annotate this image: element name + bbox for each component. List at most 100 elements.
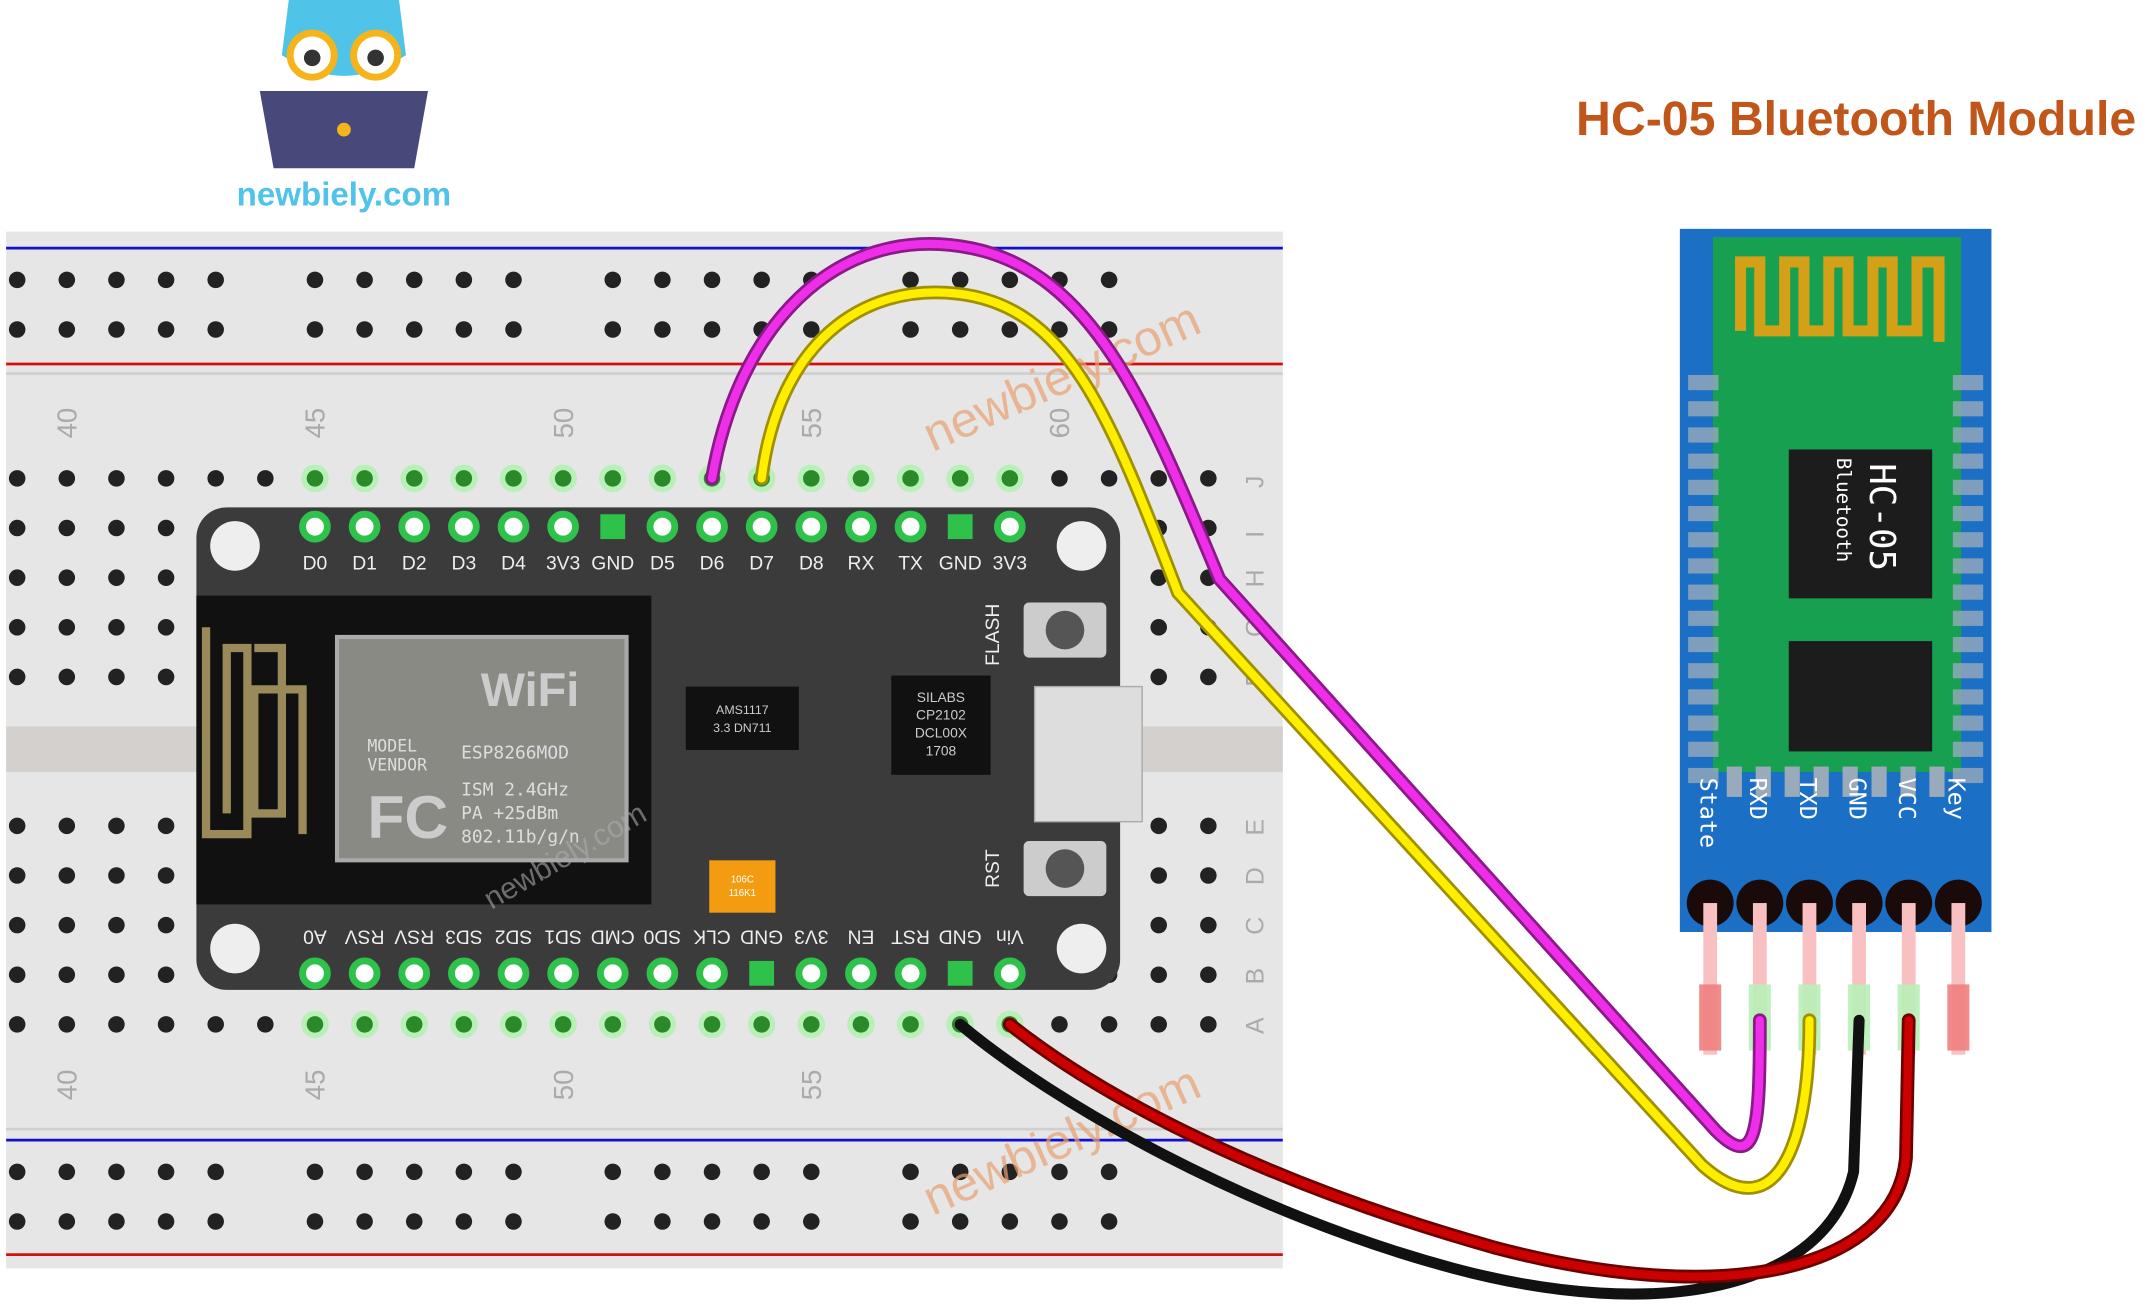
breadboard-hole[interactable] [8,1016,26,1033]
breadboard-hole[interactable] [8,668,26,686]
rail-hole[interactable] [803,1163,820,1181]
breadboard-hole[interactable] [1150,916,1167,934]
rail-hole[interactable] [8,1163,26,1181]
rail-hole[interactable] [1051,1163,1068,1181]
rail-hole[interactable] [8,1213,26,1230]
rail-hole[interactable] [604,1213,622,1230]
breadboard-hole[interactable] [1150,668,1167,686]
breadboard-hole[interactable] [207,470,224,487]
breadboard-hole[interactable] [157,966,175,984]
breadboard-hole[interactable] [1200,668,1217,686]
pin-sd0[interactable] [646,957,679,990]
pin-d4[interactable] [497,510,530,543]
breadboard-hole[interactable] [58,668,76,686]
breadboard-hole[interactable] [108,817,125,835]
breadboard-hole[interactable] [207,1016,224,1033]
rail-hole[interactable] [58,321,76,338]
pin-rsv[interactable] [348,957,381,990]
rail-hole[interactable] [108,271,125,289]
rail-hole[interactable] [703,1163,721,1181]
breadboard-hole[interactable] [1150,470,1167,487]
rail-hole[interactable] [455,1213,473,1230]
rail-hole[interactable] [703,271,721,289]
flash-button[interactable] [1023,602,1107,658]
rail-hole[interactable] [108,321,125,338]
breadboard-hole[interactable] [455,1016,473,1033]
rail-hole[interactable] [405,1163,423,1181]
breadboard-hole[interactable] [703,1016,721,1033]
pin-cmd[interactable] [596,957,629,990]
rail-hole[interactable] [8,321,26,338]
breadboard-hole[interactable] [1100,1016,1118,1033]
breadboard-hole[interactable] [157,916,175,934]
breadboard-hole[interactable] [8,470,26,487]
rail-hole[interactable] [604,321,622,338]
pin-clk[interactable] [696,957,728,990]
pin-rsv[interactable] [398,957,431,990]
rail-hole[interactable] [505,1213,522,1230]
pin-rx[interactable] [845,510,877,543]
rail-hole[interactable] [58,1163,76,1181]
breadboard-hole[interactable] [803,1016,820,1033]
rail-hole[interactable] [505,271,522,289]
breadboard-hole[interactable] [505,1016,522,1033]
breadboard-hole[interactable] [554,1016,572,1033]
rail-hole[interactable] [157,1213,175,1230]
breadboard-hole[interactable] [1051,1016,1068,1033]
rail-hole[interactable] [356,321,373,338]
breadboard-hole[interactable] [1150,569,1167,586]
rail-hole[interactable] [505,321,522,338]
rail-hole[interactable] [207,1213,224,1230]
rail-hole[interactable] [405,271,423,289]
rail-hole[interactable] [207,1163,224,1181]
breadboard-hole[interactable] [554,470,572,487]
breadboard-hole[interactable] [58,619,76,636]
pin-d0[interactable] [299,510,331,543]
breadboard-hole[interactable] [356,1016,373,1033]
breadboard-hole[interactable] [505,470,522,487]
breadboard-hole[interactable] [8,519,26,537]
rail-hole[interactable] [951,1213,969,1230]
rail-hole[interactable] [703,321,721,338]
pin-rst[interactable] [894,957,927,990]
breadboard-hole[interactable] [157,1016,175,1033]
breadboard-hole[interactable] [157,519,175,537]
breadboard-hole[interactable] [1150,867,1167,884]
pin-gnd[interactable] [947,960,973,986]
rail-hole[interactable] [951,1163,969,1181]
rail-hole[interactable] [306,1163,324,1181]
rail-hole[interactable] [803,321,820,338]
breadboard-hole[interactable] [157,470,175,487]
breadboard-hole[interactable] [405,1016,423,1033]
rail-hole[interactable] [207,321,224,338]
breadboard-hole[interactable] [306,1016,324,1033]
rail-hole[interactable] [306,271,324,289]
rail-hole[interactable] [1001,321,1019,338]
rail-hole[interactable] [703,1213,721,1230]
breadboard-hole[interactable] [58,470,76,487]
pin-gnd[interactable] [600,514,626,540]
breadboard-hole[interactable] [108,1016,125,1033]
breadboard-hole[interactable] [1150,817,1167,835]
breadboard-hole[interactable] [803,470,820,487]
breadboard-hole[interactable] [108,619,125,636]
rail-hole[interactable] [753,1213,770,1230]
rail-hole[interactable] [902,1163,919,1181]
breadboard-hole[interactable] [852,1016,870,1033]
breadboard-hole[interactable] [1100,470,1118,487]
breadboard-hole[interactable] [8,817,26,835]
rail-hole[interactable] [654,271,671,289]
rail-hole[interactable] [455,1163,473,1181]
breadboard-hole[interactable] [1200,966,1217,984]
pin-en[interactable] [845,957,877,990]
pin-sd2[interactable] [497,957,530,990]
breadboard-hole[interactable] [8,619,26,636]
breadboard-hole[interactable] [157,619,175,636]
rail-hole[interactable] [1100,271,1118,289]
rail-hole[interactable] [108,1213,125,1230]
pin-gnd[interactable] [947,514,973,540]
breadboard-hole[interactable] [58,519,76,537]
breadboard-hole[interactable] [8,916,26,934]
rail-hole[interactable] [951,321,969,338]
rail-hole[interactable] [654,1163,671,1181]
